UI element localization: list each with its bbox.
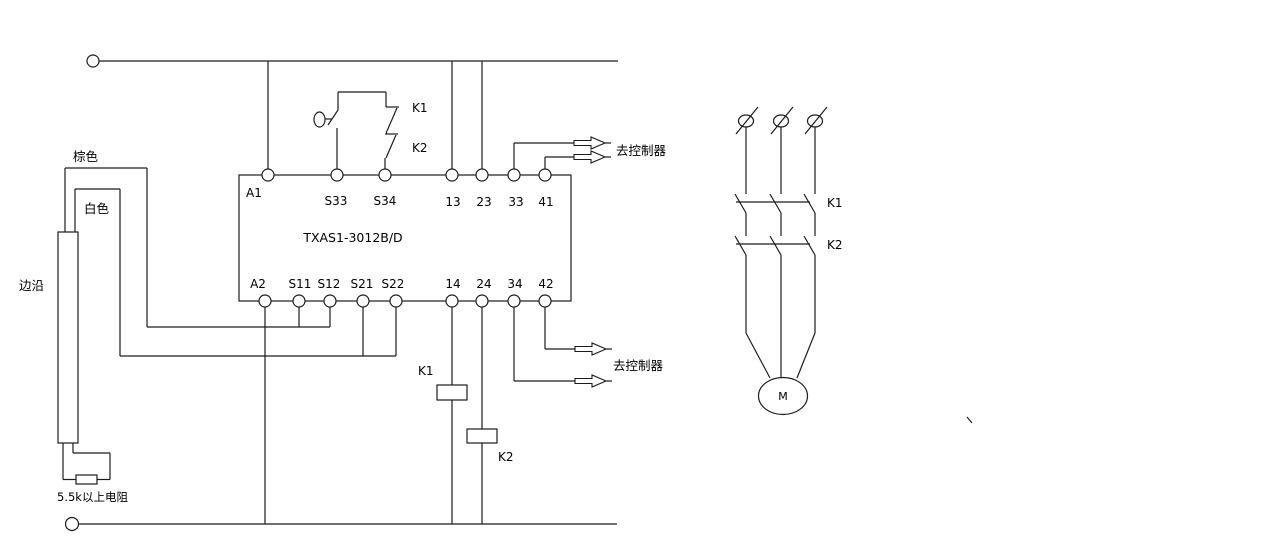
label-23: 23: [476, 195, 491, 209]
control-circuit: K1 K2 A1 S33 S34: [19, 54, 667, 532]
label-A1: A1: [246, 186, 262, 200]
terminal-42: [538, 294, 552, 308]
k2-main-contacts: K2: [734, 235, 843, 256]
brown-wire-label: 棕色: [73, 149, 99, 164]
k2-nc-label: K2: [412, 141, 428, 155]
label-S33: S33: [325, 194, 348, 208]
k2-contact-blade: [769, 235, 782, 256]
label-34: 34: [507, 277, 522, 291]
relay-model-label: TXAS1-3012B/D: [302, 230, 402, 245]
supply-terminal-top: [86, 54, 100, 68]
controller-output-top: 去控制器: [513, 136, 667, 169]
k2-coil-body: [466, 428, 498, 444]
phase-slash: [770, 106, 794, 135]
label-S34: S34: [374, 194, 397, 208]
k1-nc-label: K1: [412, 101, 428, 115]
controller-output-bottom: 去控制器: [513, 307, 664, 388]
interstage-wires: [745, 213, 816, 236]
terminal-S34: [378, 168, 392, 182]
k1-coil-label: K1: [418, 364, 434, 378]
k1-nc-blade: [386, 107, 398, 132]
phase-slash: [804, 106, 828, 135]
label-S21: S21: [351, 277, 374, 291]
phase-slash: [735, 106, 759, 135]
terminal-A2: [258, 294, 272, 308]
label-24: 24: [476, 277, 491, 291]
terminal-33: [507, 168, 521, 182]
k1-power-label: K1: [827, 196, 843, 210]
label-14: 14: [445, 277, 460, 291]
resistor-label: 5.5k以上电阻: [57, 490, 128, 504]
k2-contact-blade: [803, 235, 816, 256]
terminal-24: [475, 294, 489, 308]
button-contact-blade: [327, 109, 339, 126]
edge-sensor-label: 边沿: [19, 278, 44, 293]
k2-nc-blade: [385, 134, 397, 159]
terminal-23: [475, 168, 489, 182]
motor-label: M: [778, 390, 788, 403]
terminal-S11: [292, 294, 306, 308]
reset-button-branch: K1 K2: [313, 91, 428, 169]
terminal-S22: [389, 294, 403, 308]
output-arrow-icon: [574, 374, 608, 388]
label-A2: A2: [250, 277, 266, 291]
to-controller-label-top: 去控制器: [616, 143, 667, 158]
motor-feeders: [745, 255, 816, 379]
terminal-S33: [330, 168, 344, 182]
k1-contact-blade: [803, 193, 816, 214]
k2-power-label: K2: [827, 238, 843, 252]
pushbutton-actuator-icon: [313, 111, 326, 128]
motor: M: [757, 376, 809, 416]
resistor-body: [75, 474, 98, 485]
output-arrow-icon: [574, 342, 608, 356]
wire-feed1-diag: [745, 332, 771, 379]
terminal-S12: [323, 294, 337, 308]
label-41: 41: [538, 195, 553, 209]
terminal-14: [445, 294, 459, 308]
power-circuit: K1 K2 M: [734, 106, 843, 416]
k1-coil: K1: [418, 307, 468, 524]
relay-outline: [238, 174, 572, 302]
output-arrow-icon: [573, 150, 607, 164]
k1-contact-blade: [769, 193, 782, 214]
k2-contact-blade: [734, 235, 747, 256]
stray-mark: [966, 416, 973, 424]
k2-coil-label: K2: [498, 450, 514, 464]
terminal-13: [445, 168, 459, 182]
safety-relay-box: A1 S33 S34 13 23 33 41 TXAS1-3012B/D A2 …: [238, 168, 572, 308]
edge-sensor-body: [57, 231, 79, 444]
sensor-input-wiring: [120, 307, 397, 524]
terminal-41: [538, 168, 552, 182]
terminal-S21: [356, 294, 370, 308]
output-arrow-icon: [573, 136, 607, 150]
wire-feed3-diag: [796, 332, 816, 379]
label-13: 13: [445, 195, 460, 209]
k1-contact-blade: [734, 193, 747, 214]
bottom-supply-rail: [64, 516, 617, 532]
white-wire-label: 白色: [84, 201, 110, 216]
supply-terminal-bottom: [64, 516, 80, 532]
label-42: 42: [538, 277, 553, 291]
label-S12: S12: [318, 277, 341, 291]
k1-main-contacts: K1: [734, 193, 843, 214]
label-33: 33: [508, 195, 523, 209]
label-S11: S11: [289, 277, 312, 291]
phase-supply-symbols: [735, 106, 828, 194]
terminal-34: [507, 294, 521, 308]
to-controller-label-bottom: 去控制器: [613, 358, 664, 373]
motor-body: [757, 376, 809, 416]
k2-coil: K2: [466, 307, 514, 524]
terminal-A1: [261, 168, 275, 182]
edge-sensor: 边沿 棕色 白色 5.5k以上电阻: [19, 149, 148, 504]
label-S22: S22: [382, 277, 405, 291]
top-supply-rail: [86, 54, 618, 169]
k1-coil-body: [436, 384, 468, 401]
